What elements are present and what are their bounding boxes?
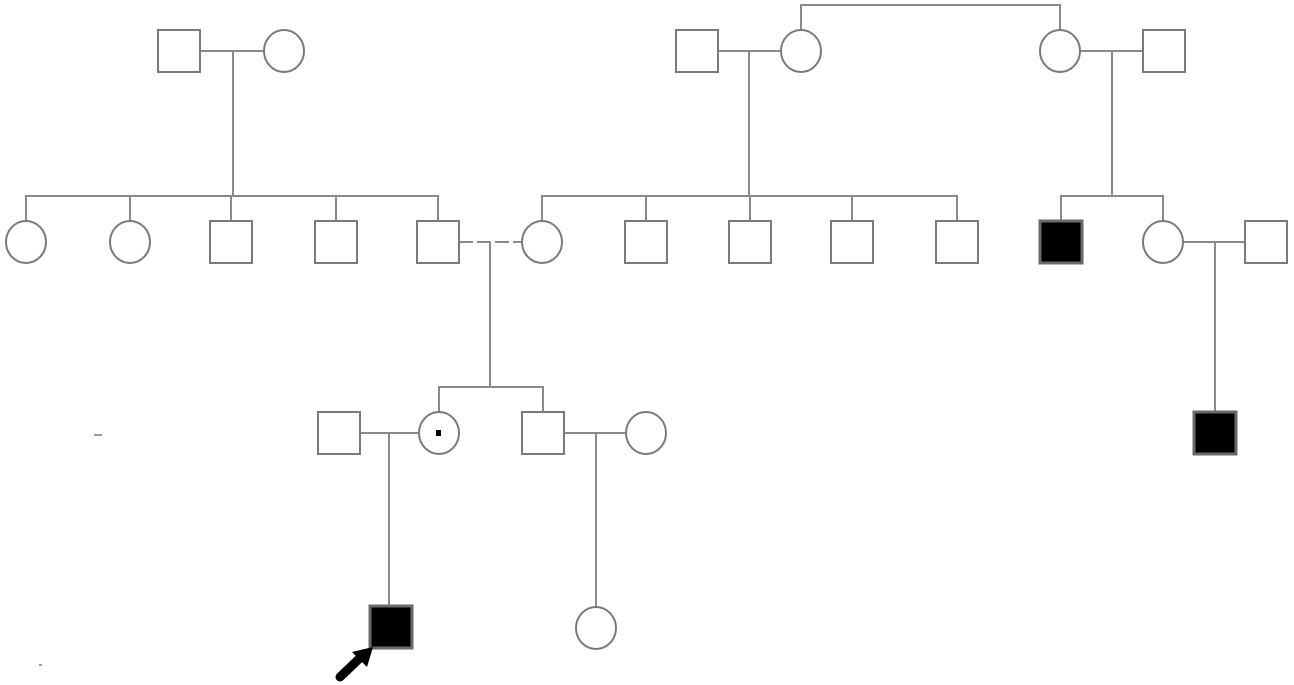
unaffected-female-symbol bbox=[5, 220, 47, 264]
affected-male-symbol bbox=[1038, 219, 1084, 265]
unaffected-female-symbol bbox=[521, 220, 563, 264]
unaffected-male-symbol bbox=[1142, 29, 1186, 73]
sibship-line bbox=[438, 386, 544, 413]
sibship-line bbox=[541, 195, 958, 221]
affected-male-symbol bbox=[1192, 410, 1238, 456]
stray-mark bbox=[39, 664, 42, 666]
unaffected-male-symbol bbox=[416, 220, 460, 264]
pedigree-lines bbox=[25, 4, 1245, 607]
unaffected-female-symbol bbox=[1039, 29, 1081, 73]
individuals bbox=[5, 29, 1288, 650]
unaffected-female-symbol bbox=[1142, 220, 1184, 264]
unaffected-male-symbol bbox=[1244, 220, 1288, 264]
unaffected-female-symbol bbox=[109, 220, 151, 264]
unaffected-male-symbol bbox=[157, 29, 201, 73]
proband-arrow-icon bbox=[335, 647, 373, 682]
unaffected-female-symbol bbox=[780, 29, 822, 73]
carrier-dot bbox=[436, 430, 441, 436]
unaffected-male-symbol bbox=[521, 411, 565, 455]
proband-affected-male-symbol bbox=[368, 604, 414, 650]
unaffected-male-symbol bbox=[624, 220, 668, 264]
sibship-line bbox=[25, 195, 439, 221]
unaffected-female-symbol bbox=[575, 606, 617, 650]
unaffected-male-symbol bbox=[830, 220, 874, 264]
unaffected-male-symbol bbox=[728, 220, 772, 264]
stray-mark bbox=[94, 434, 102, 436]
sibling-line bbox=[800, 4, 1061, 31]
unaffected-female-symbol bbox=[625, 411, 667, 455]
unaffected-male-symbol bbox=[314, 220, 358, 264]
unaffected-male-symbol bbox=[317, 411, 361, 455]
unaffected-male-symbol bbox=[209, 220, 253, 264]
unaffected-female-symbol bbox=[263, 29, 305, 73]
unaffected-male-symbol bbox=[675, 29, 719, 73]
unaffected-male-symbol bbox=[935, 220, 979, 264]
sibship-line bbox=[1060, 195, 1164, 221]
